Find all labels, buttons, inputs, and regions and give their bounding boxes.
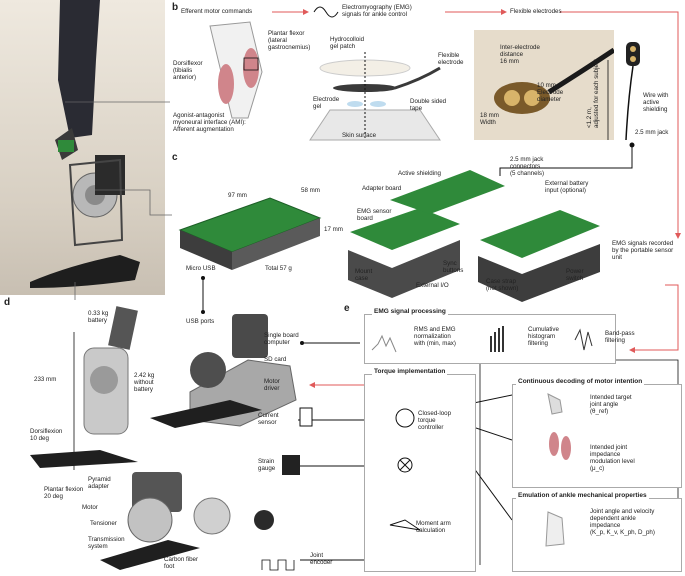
panel-label-e: e [344,303,350,314]
plantar-flexion-label: Plantar flexion 20 deg [44,486,84,500]
motor-label: Motor [82,504,98,511]
emulation-box [512,498,682,572]
jack-connectors-label: 2.5 mm jack connectors (5 channels) [510,156,545,177]
emg-recorded-label: EMG signals recorded by the portable sen… [612,240,674,261]
bandpass-label: Band-pass filtering [605,330,635,344]
emulation-title: Emulation of ankle mechanical properties [516,492,649,499]
electrode-photo [474,30,614,140]
sbc-label: Single board computer [264,332,299,346]
mount-case-label: Mount case [355,268,373,282]
flexible-electrodes-label: Flexible electrodes [510,8,562,15]
strain-gauge-label: Strain gauge [258,458,276,472]
plantar-flexor-label: Plantar flexor (lateral gastrocnemius) [268,30,311,51]
pyramid-label: Pyramid adapter [88,476,111,490]
closed-loop-label: Closed-loop torque controller [418,410,452,431]
continuous-box [512,384,682,488]
current-sensor-label: Current sensor [258,412,279,426]
electrode-gel-label: Electrode gel [313,96,340,110]
emg-processing-title: EMG signal processing [372,308,448,315]
height-label: 233 mm [34,376,57,383]
power-switch-label: Power switch [566,268,584,282]
transmission-label: Transmission system [88,536,125,550]
wire-label: Wire with active shielding [643,92,669,113]
electrode-drawing [494,47,614,114]
dorsiflexor-label: Dorsiflexor (tibialis anterior) [173,60,203,81]
dorsiflexion-label: Dorsiflexion 10 deg [30,428,63,442]
prosthesis-photo [0,0,165,295]
jack-label: 2.5 mm jack [635,129,669,136]
torque-title: Torque implementation [372,368,448,375]
double-tape-label: Double sided tape [410,98,447,112]
moment-arm-label: Moment arm calculation [416,520,451,534]
emg-board-label: EMG sensor board [357,208,392,222]
panel-label-d: d [4,297,11,308]
continuous-title: Continuous decoding of motor intention [516,378,645,385]
emg-signals-label: Electromyography (EMG) signals for ankle… [342,4,412,18]
dim-97-label: 97 mm [228,192,247,199]
electrode-diam-label: 10 mm Electrode diameter [537,82,564,103]
usb-ports-label: USB ports [186,318,215,325]
skin-label: Skin surface [342,132,377,139]
rms-label: RMS and EMG normalization with (min, max… [414,326,456,347]
flexible-electrode-label: Flexible electrode [438,52,464,66]
impedance-label: Intended joint impedance modulation leve… [590,444,635,472]
panel-label-c: c [172,152,178,163]
joint-encoder-label: Joint encoder [310,552,333,566]
external-io-label: External I/O [416,282,449,289]
total-label: Total 57 g [265,265,292,272]
weight-label: 2.42 kg without battery [134,372,155,393]
sd-card-label: SD card [264,356,287,363]
motor-driver-label: Motor driver [264,378,280,392]
ext-battery-label: External battery input (optional) [545,180,589,194]
micro-usb-label: Micro USB [186,265,216,272]
dim-17-label: 17 mm [324,226,343,233]
inter-electrode-label: Inter-electrode distance 16 mm [500,44,540,65]
adapter-board-label: Adapter board [362,185,402,192]
target-angle-label: Intended target joint angle (θ_ref) [590,394,632,415]
efferent-label: Efferent motor commands [181,8,253,15]
width-label: 18 mm Width [480,112,499,126]
sync-buttons-label: Sync buttons [443,260,464,274]
panel-label-b: b [172,2,179,13]
torque-box [364,374,476,572]
battery-label: 0.33 kg battery [88,310,109,324]
case-strap-label: Case strap (not shown) [486,278,519,292]
hydrocolloid-label: Hydrocolloid gel patch [330,36,365,50]
dim-58-label: 58 mm [301,187,320,194]
histogram-label: Cumulative histogram filtering [528,326,559,347]
ami-label: Agonist-antagonist myoneural interface (… [173,112,246,133]
carbon-foot-label: Carbon fiber foot [164,556,199,570]
tensioner-label: Tensioner [90,520,117,527]
joint-dep-label: Joint angle and velocity dependent ankle… [590,508,655,536]
active-shielding-label: Active shielding [398,170,441,177]
